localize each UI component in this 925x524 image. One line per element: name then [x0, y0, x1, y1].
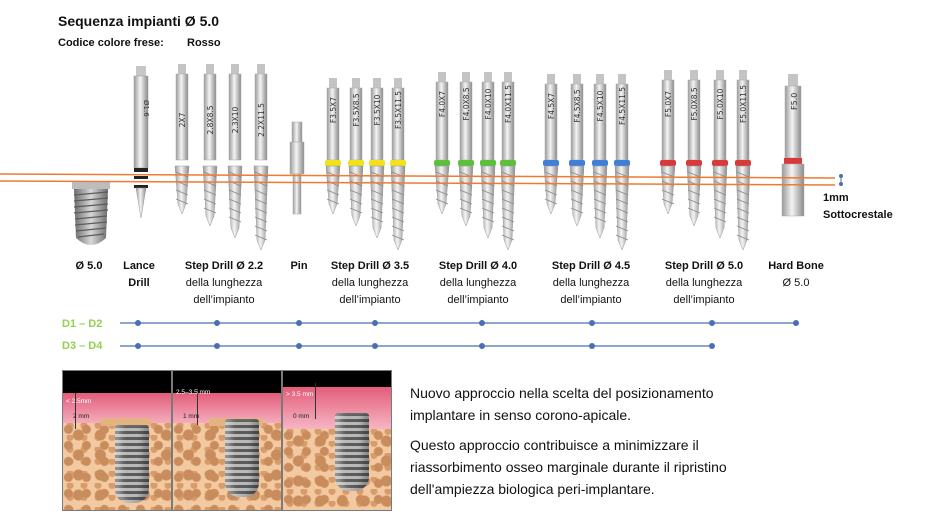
panel-1-top-tag: < 2.5mm	[66, 398, 92, 405]
lance-drill: Ø1.6	[133, 66, 150, 219]
density-sequence	[120, 320, 799, 349]
step40-drill-4: F4.0X11.5	[500, 72, 516, 251]
density-dot-d1-d2	[214, 320, 220, 326]
panel-thin-mucosa: < 2.5mm 2 mm	[62, 370, 172, 511]
density-dot-d1-d2	[372, 320, 378, 326]
step22-engraving-1: 2X7	[178, 112, 187, 127]
drill-sequence-illustration: Ø1.6 2X7 2.8X8.5 2.3X10 2.2X11.5 F3.5X7 F3.5X…	[0, 64, 843, 251]
step35-engraving-3: F3.5X10	[373, 94, 382, 125]
density-dot-d3-d4	[479, 343, 485, 349]
step22-engraving-4: 2.2X11.5	[257, 103, 266, 137]
step50-engraving-3: F5.0X10	[716, 88, 725, 119]
step50-engraving-2: F5.0X8.5	[690, 87, 699, 121]
step40-engraving-4: F4.0X11.5	[504, 85, 513, 123]
panel-medium-mucosa: 2.5–3.5 mm 1 mm	[172, 370, 282, 511]
density-dot-d3-d4	[296, 343, 302, 349]
step35-drill-2: F3.5X8.5	[348, 78, 364, 227]
step40-drill-3: F4.0X10	[480, 72, 496, 239]
step50-engraving-1: F5.0X7	[664, 91, 673, 117]
panel-2-bottom-tag: 1 mm	[183, 413, 200, 420]
density-dot-d3-d4	[135, 343, 141, 349]
density-dot-d3-d4	[709, 343, 715, 349]
step45-drill-1: F4.5X7	[543, 74, 559, 215]
crest-line-lower	[0, 180, 836, 186]
step45-engraving-1: F4.5X7	[547, 93, 556, 119]
density-dot-d3-d4	[214, 343, 220, 349]
panel-1-bottom-tag: 2 mm	[73, 413, 90, 420]
density-dot-d3-d4	[372, 343, 378, 349]
subcrestal-marker	[839, 174, 843, 186]
step22-drill-4: 2.2X11.5	[253, 64, 269, 251]
color-code-label: Codice colore frese:	[58, 37, 164, 49]
step50-engraving-4: F5.0X11.5	[739, 85, 748, 123]
step45-drill-4: F4.5X11.5	[614, 74, 630, 251]
step35-engraving-4: F3.5X11.5	[394, 91, 403, 129]
step22-drill-1: 2X7	[174, 64, 190, 215]
step22-engraving-2: 2.8X8.5	[206, 105, 215, 134]
step50-drill-3: F5.0X10	[712, 70, 728, 239]
label-implant: Ø 5.0	[75, 260, 103, 272]
density-dot-d1-d2	[296, 320, 302, 326]
description-paragraph-2: Questo approccio contribuisce a minimizz…	[410, 437, 727, 497]
step45-drill-3: F4.5X10	[592, 74, 608, 239]
step35-drill-3: F3.5X10	[369, 78, 385, 239]
step40-engraving-3: F4.0X10	[484, 88, 493, 119]
density-dot-d3-d4	[589, 343, 595, 349]
step50-drill-2: F5.0X8.5	[686, 70, 702, 227]
step22-engraving-3: 2.3X10	[231, 106, 240, 133]
density-dot-d1-d2	[709, 320, 715, 326]
step45-engraving-3: F4.5X10	[596, 90, 605, 121]
panel-thick-mucosa: > 3.5 mm 0 mm	[282, 370, 392, 511]
subcrestal-note: 1mm Sottocrestale	[823, 190, 893, 224]
density-dot-d1-d2	[479, 320, 485, 326]
step22-drill-2: 2.8X8.5	[202, 64, 218, 227]
step35-engraving-1: F3.5X7	[329, 97, 338, 123]
step40-engraving-1: F4.0X7	[438, 91, 447, 117]
density-dot-d1-d2	[589, 320, 595, 326]
label-pin: Pin	[290, 260, 308, 272]
step45-engraving-4: F4.5X11.5	[618, 87, 627, 125]
step35-engraving-2: F3.5X8.5	[352, 93, 361, 127]
panel-3-top-tag: > 3.5 mm	[286, 391, 314, 398]
density-label-d1-d2: D1 – D2	[62, 318, 103, 330]
density-label-d3-d4: D3 – D4	[62, 340, 103, 352]
subcrestal-mm: 1mm	[823, 192, 849, 204]
density-dot-d1-d2	[135, 320, 141, 326]
hardbone-engraving: F5.0	[790, 93, 799, 110]
step40-drill-2: F4.0X8.5	[458, 72, 474, 227]
step50-drill-4: F5.0X11.5	[735, 70, 751, 251]
step45-engraving-2: F4.5X8.5	[573, 89, 582, 123]
hardbone-ring	[784, 158, 802, 164]
step40-drill-1: F4.0X7	[434, 72, 450, 215]
implant-5-0	[72, 181, 110, 245]
step35-drill-1: F3.5X7	[325, 78, 341, 215]
description-paragraph-1: Nuovo approccio nella scelta del posizio…	[410, 385, 714, 423]
hard-bone-drill: F5.0	[781, 74, 805, 217]
density-dot-d1-d2	[793, 320, 799, 326]
step50-drill-1: F5.0X7	[660, 70, 676, 215]
color-code-value: Rosso	[187, 37, 221, 49]
step35-drill-4: F3.5X11.5	[390, 78, 406, 251]
panel-3-bottom-tag: 0 mm	[293, 413, 310, 420]
subcrestal-label: Sottocrestale	[823, 209, 893, 221]
lance-engraving: Ø1.6	[142, 100, 150, 117]
step40-engraving-2: F4.0X8.5	[462, 87, 471, 121]
panel-2-top-tag: 2.5–3.5 mm	[176, 389, 211, 396]
pin	[289, 121, 305, 215]
step22-drill-3: 2.3X10	[227, 64, 243, 239]
step45-drill-2: F4.5X8.5	[569, 74, 585, 227]
page-title: Sequenza impianti Ø 5.0	[58, 13, 220, 29]
crest-line-upper	[0, 173, 836, 179]
